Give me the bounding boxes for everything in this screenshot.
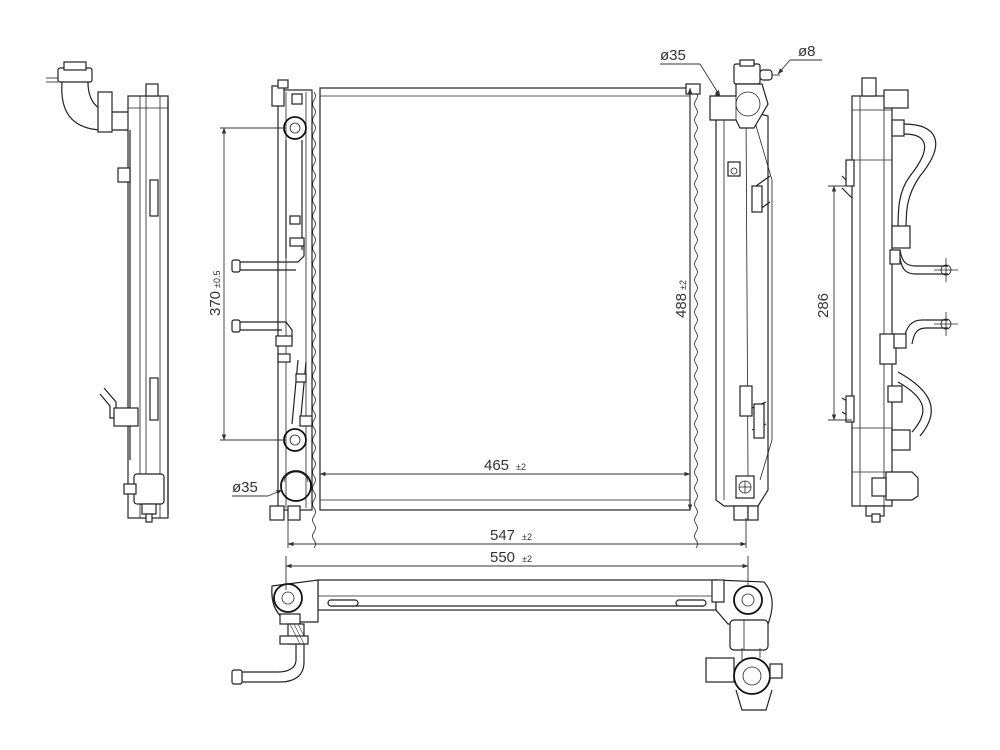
side-tank: [851, 95, 893, 507]
dim-vent-diameter: ø8: [798, 43, 816, 60]
left-tank: [277, 89, 313, 511]
dim-inlet-diameter: ø35: [660, 47, 686, 64]
right-side-view: [841, 77, 958, 523]
dim-370-tolerance: ±0.5: [212, 271, 222, 288]
radiator-core: [319, 87, 691, 511]
dim-465-tolerance: ±2: [516, 462, 526, 472]
dimensions: 465 ±2 488 ±2 547 ±2 550 ±2 370 ±0.5 286…: [207, 43, 852, 590]
dim-547-value: 547: [490, 527, 515, 544]
dim-488-tolerance: ±2: [678, 280, 688, 290]
dim-488-value: 488: [673, 293, 690, 318]
dim-550-value: 550: [490, 549, 515, 566]
dim-370-value: 370: [207, 291, 224, 316]
dim-286-value: 286: [815, 293, 832, 318]
dim-547-tolerance: ±2: [522, 532, 532, 542]
bottom-view: [231, 579, 783, 711]
dim-outlet-diameter: ø35: [232, 479, 258, 496]
dim-465-value: 465: [484, 457, 509, 474]
dim-550-tolerance: ±2: [522, 554, 532, 564]
left-side-view: [46, 61, 169, 523]
front-view: [231, 59, 780, 549]
